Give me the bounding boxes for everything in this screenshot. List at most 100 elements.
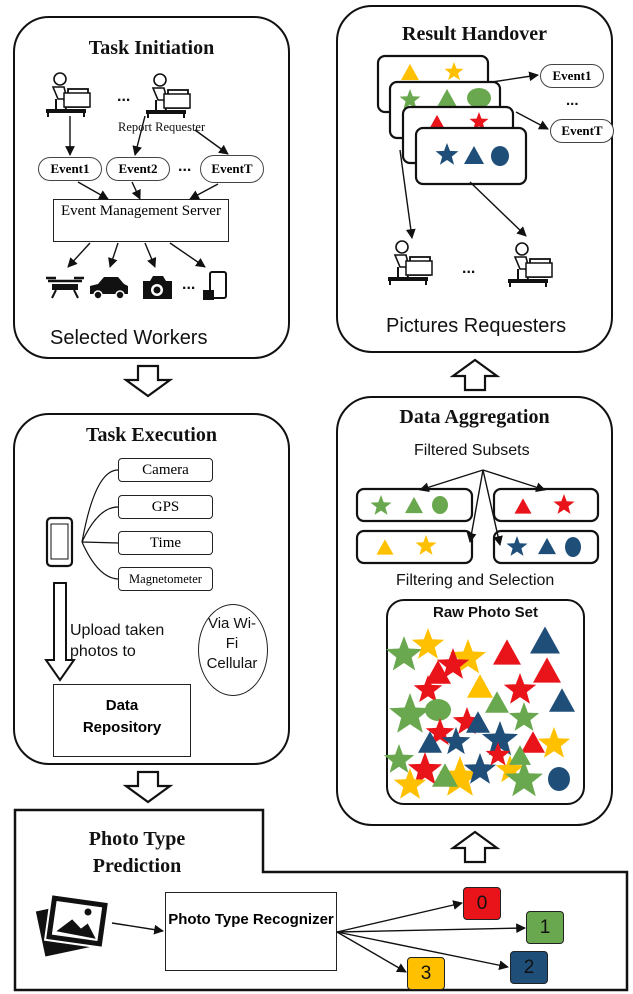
class-2-box: 2 [510, 951, 548, 984]
photo-sun [84, 908, 92, 916]
arrow-recognizer-class1 [336, 923, 526, 934]
triangle-shape [466, 711, 490, 733]
sensor-gps-label: GPS [151, 499, 180, 515]
arrow-filter-yellow [466, 469, 484, 543]
star-shape [481, 721, 519, 756]
triangle-shape [437, 89, 457, 107]
requester-ellipsis: ... [117, 88, 131, 105]
triangle-shape [401, 63, 419, 81]
task-initiation-title: Task Initiation [88, 37, 215, 59]
triangle-shape [405, 496, 423, 514]
branch-time [81, 541, 119, 544]
car-icon [90, 277, 128, 300]
sensor-gps: GPS [118, 495, 213, 519]
branch-magnetometer [81, 541, 119, 580]
arrow-server-phone [169, 242, 206, 268]
arrow-server-camera [144, 242, 157, 268]
smartphone-icon [203, 271, 227, 300]
arrow-server-car [108, 242, 119, 268]
class-3-label: 3 [420, 963, 432, 984]
filtered-subsets-label: Filtered Subsets [414, 442, 530, 459]
triangle-shape [467, 674, 493, 698]
star-shape [441, 727, 471, 755]
arrow-card-event1 [491, 71, 539, 83]
event2-pill: Event2 [106, 157, 170, 181]
star-shape [399, 89, 421, 109]
star-shape [537, 727, 571, 758]
star-shape [435, 143, 459, 165]
event-management-server: Event Management Server [53, 199, 229, 242]
triangle-shape [432, 763, 458, 787]
data-aggregation-panel: Data Aggregation [336, 396, 613, 826]
circle-shape [548, 767, 570, 791]
car-wheel [93, 290, 103, 300]
arrow-recognizer-class0 [336, 900, 463, 933]
star-shape [485, 742, 511, 766]
star-shape [463, 753, 497, 784]
handover-eventt-pill: EventT [550, 119, 614, 143]
event-ellipsis: ... [178, 158, 192, 175]
branch-gps [81, 506, 119, 543]
star-shape [415, 535, 437, 555]
arrow-recognizer-class2 [336, 931, 509, 971]
filtering-selection-label: Filtering and Selection [396, 572, 555, 589]
raw-photo-set-box [386, 599, 585, 805]
sensor-magnetometer-label: Magnetometer [129, 572, 202, 586]
triangle-shape [376, 539, 394, 555]
arrow-filter-green [419, 469, 484, 493]
arrow-event2-server [131, 181, 141, 200]
data-repository: Data Repository [53, 684, 191, 757]
triangle-shape [493, 639, 521, 665]
star-shape [508, 702, 540, 731]
star-shape [407, 752, 443, 785]
triangle-shape [530, 626, 560, 654]
drone-icon [46, 276, 84, 299]
triangle-shape [549, 688, 575, 712]
star-shape [413, 675, 443, 703]
class-3-box: 3 [407, 957, 445, 990]
arrow-card-eventt [515, 111, 549, 130]
requesters-ellipsis: ... [462, 260, 476, 277]
drone-rotors [46, 276, 84, 283]
raw-photo-set-label: Raw Photo Set [432, 604, 538, 621]
star-shape [385, 636, 423, 671]
handover-event1-pill: Event1 [540, 64, 604, 88]
arrow-filter-red [482, 469, 546, 492]
star-shape [383, 744, 415, 773]
class-0-box: 0 [463, 887, 501, 920]
circle-shape [425, 699, 451, 721]
photo-type-recognizer: Photo Type Recognizer [165, 892, 337, 971]
via-text: Via Wi-Fi Cellular [206, 615, 258, 672]
prediction-to-aggregation-arrow [449, 830, 501, 864]
triangle-shape [538, 537, 556, 555]
arrow-card-requester2 [469, 181, 527, 237]
requester-1-icon [45, 72, 91, 118]
result-handover-title: Result Handover [402, 23, 547, 45]
car-body [90, 277, 128, 294]
task-execution-title: Task Execution [86, 424, 217, 446]
handover-ellipsis: ... [566, 92, 579, 109]
star-shape [553, 494, 575, 514]
drone-body [52, 284, 78, 290]
sensor-camera-label: Camera [142, 462, 189, 478]
circle-shape [565, 537, 581, 557]
circle-shape [467, 88, 491, 108]
arrow-photos-recognizer [111, 922, 164, 935]
photo-type-prediction-title: Photo Type Prediction [88, 828, 186, 877]
star-shape [436, 648, 470, 679]
camera-icon [143, 276, 172, 299]
phone-hand [203, 290, 214, 300]
star-shape [370, 495, 392, 515]
circle-shape [432, 496, 448, 514]
car-wheel [115, 290, 125, 300]
report-requester-label: Report Requester [118, 120, 206, 134]
initiation-to-execution-arrow [122, 364, 174, 398]
pictures-requester-1-icon [387, 240, 433, 286]
data-aggregation-title: Data Aggregation [399, 406, 550, 428]
raw-photo-shapes [383, 626, 575, 799]
photo-mountain [56, 919, 96, 939]
class-1-label: 1 [539, 917, 551, 938]
arrow-requester-event2 [132, 115, 146, 156]
upload-arrow [44, 582, 76, 682]
